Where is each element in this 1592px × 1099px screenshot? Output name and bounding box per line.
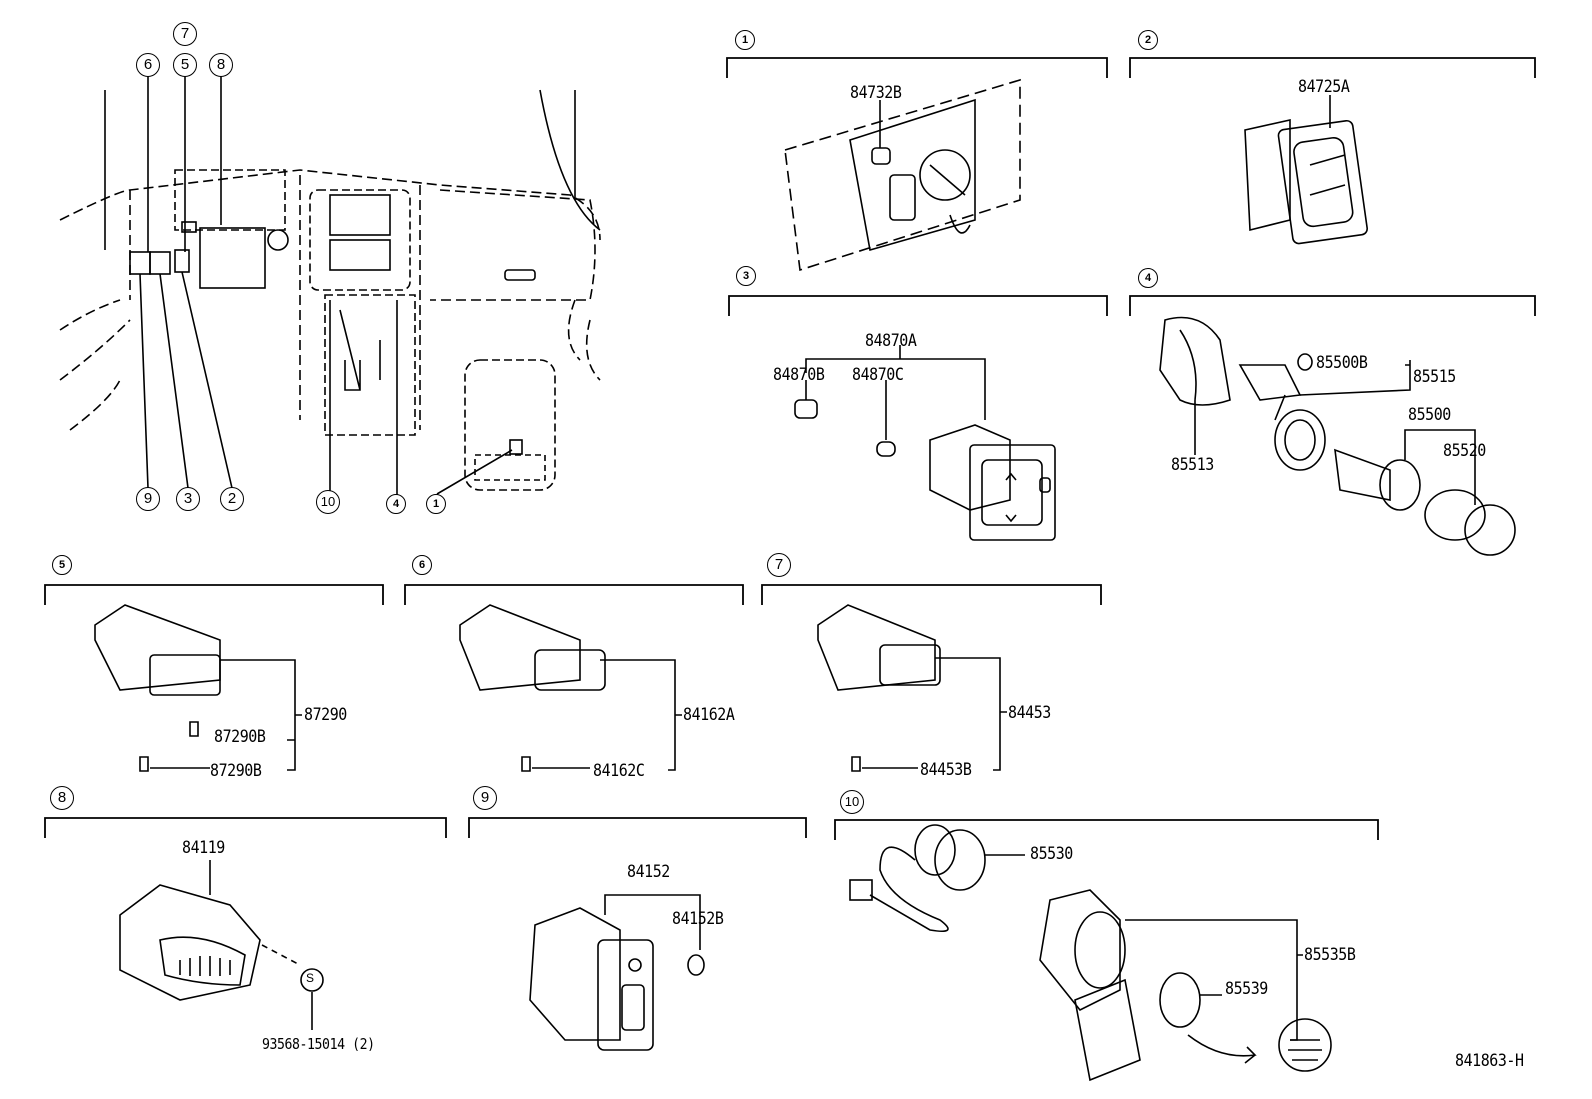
- part-label[interactable]: 84152: [627, 862, 670, 882]
- dashboard-overview-drawing: [59, 75, 601, 495]
- overview-callout: 3: [176, 487, 200, 511]
- part-label[interactable]: 84870C: [852, 365, 904, 385]
- section-number-4: 4: [1138, 268, 1158, 288]
- part-label[interactable]: 84162C: [593, 761, 645, 781]
- section-number-5: 5: [52, 555, 72, 575]
- section-number-1: 1: [735, 30, 755, 50]
- part-label[interactable]: 84453B: [920, 760, 972, 780]
- part-label[interactable]: 84152B: [672, 909, 724, 929]
- overview-callout: 7: [173, 22, 197, 46]
- part-84162A-drawing: [459, 604, 682, 772]
- section-number-3: 3: [736, 266, 756, 286]
- part-84119-drawing: [119, 860, 324, 1030]
- overview-callout: 1: [426, 494, 446, 514]
- overview-callout: 9: [136, 487, 160, 511]
- part-85530-drawing: [849, 824, 1025, 933]
- part-label[interactable]: 84725A: [1298, 77, 1350, 97]
- part-label[interactable]: 85500B: [1316, 353, 1368, 373]
- part-84732B-drawing: [784, 78, 1021, 272]
- part-label[interactable]: 87290B: [210, 761, 262, 781]
- part-label[interactable]: 84870A: [865, 331, 917, 351]
- part-label[interactable]: 84162A: [683, 705, 735, 725]
- part-label[interactable]: 85539: [1225, 979, 1268, 999]
- part-label[interactable]: 85500: [1408, 405, 1451, 425]
- part-87290-drawing: [94, 604, 302, 772]
- part-label[interactable]: 84453: [1008, 703, 1051, 723]
- part-84453-drawing: [817, 604, 1007, 772]
- diagram-id: 841863-H: [1455, 1051, 1524, 1071]
- overview-callout: 6: [136, 53, 160, 77]
- overview-callout: 5: [173, 53, 197, 77]
- part-label[interactable]: 85535B: [1304, 945, 1356, 965]
- part-label[interactable]: 85515: [1413, 367, 1456, 387]
- section-number-6: 6: [412, 555, 432, 575]
- section-number-8: 8: [50, 786, 74, 810]
- overview-callout: 10: [316, 490, 340, 514]
- screw-symbol: S: [306, 971, 315, 985]
- overview-callout: 2: [220, 487, 244, 511]
- part-label[interactable]: 84119: [182, 838, 225, 858]
- part-label[interactable]: 84870B: [773, 365, 825, 385]
- part-label[interactable]: 84732B: [850, 83, 902, 103]
- part-label[interactable]: 85513: [1171, 455, 1214, 475]
- section-number-10: 10: [840, 790, 864, 814]
- part-85515-drawing: [1159, 316, 1516, 556]
- part-label[interactable]: 85520: [1443, 441, 1486, 461]
- part-85535B-drawing: [1039, 889, 1332, 1082]
- overview-callout: 4: [386, 494, 406, 514]
- part-84725A-drawing: [1244, 95, 1368, 245]
- part-84870A-drawing: [794, 345, 1056, 541]
- part-label[interactable]: 93568-15014 (2): [262, 1035, 375, 1053]
- part-84152-drawing: [529, 894, 705, 1051]
- section-number-9: 9: [473, 786, 497, 810]
- section-frames: [44, 57, 1536, 840]
- section-number-7: 7: [767, 553, 791, 577]
- part-label[interactable]: 87290: [304, 705, 347, 725]
- section-number-2: 2: [1138, 30, 1158, 50]
- overview-callout: 8: [209, 53, 233, 77]
- part-label[interactable]: 87290B: [214, 727, 266, 747]
- part-label[interactable]: 85530: [1030, 844, 1073, 864]
